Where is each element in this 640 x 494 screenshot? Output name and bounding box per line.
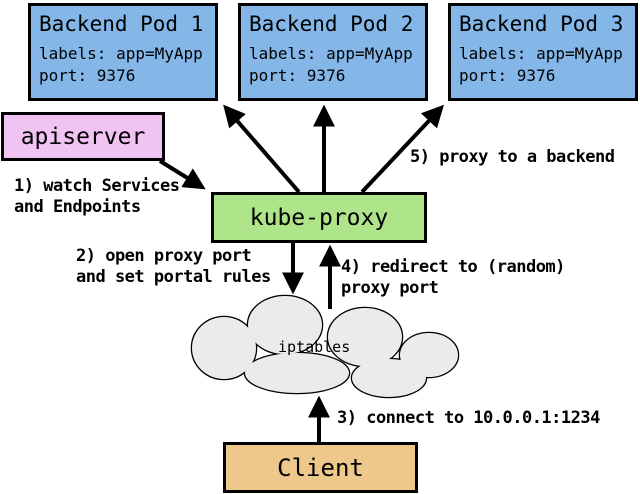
apiserver-node: apiserver (1, 112, 165, 161)
annotation-step-2: 2) open proxy port and set portal rules (76, 246, 271, 287)
backend-pod-2: Backend Pod 2 labels: app=MyApp port: 93… (238, 3, 428, 101)
pod-labels: labels: app=MyApp (459, 44, 623, 63)
pod-title: Backend Pod 3 (459, 12, 624, 36)
kube-proxy-node: kube-proxy (211, 192, 427, 243)
annotation-step-3: 3) connect to 10.0.0.1:1234 (337, 408, 600, 428)
backend-pod-1: Backend Pod 1 labels: app=MyApp port: 93… (28, 3, 218, 101)
arrow-proxy-to-pod-3 (360, 104, 445, 194)
pod-title: Backend Pod 1 (39, 12, 204, 36)
iptables-cloud (190, 294, 460, 399)
iptables-label: iptables (278, 338, 351, 356)
annotation-step-1: 1) watch Services and Endpoints (14, 176, 180, 217)
backend-pod-3: Backend Pod 3 labels: app=MyApp port: 93… (448, 3, 638, 101)
client-node: Client (223, 442, 418, 493)
arrow-proxy-to-pod-1 (223, 104, 301, 194)
pod-title: Backend Pod 2 (249, 12, 414, 36)
pod-port: port: 9376 (249, 66, 346, 85)
pod-labels: labels: app=MyApp (249, 44, 413, 63)
arrow-watch-services (158, 159, 206, 190)
pod-labels: labels: app=MyApp (39, 44, 203, 63)
pod-port: port: 9376 (459, 66, 556, 85)
annotation-step-4: 4) redirect to (random) proxy port (341, 257, 565, 298)
annotation-step-5: 5) proxy to a backend (410, 147, 615, 167)
pod-port: port: 9376 (39, 66, 136, 85)
